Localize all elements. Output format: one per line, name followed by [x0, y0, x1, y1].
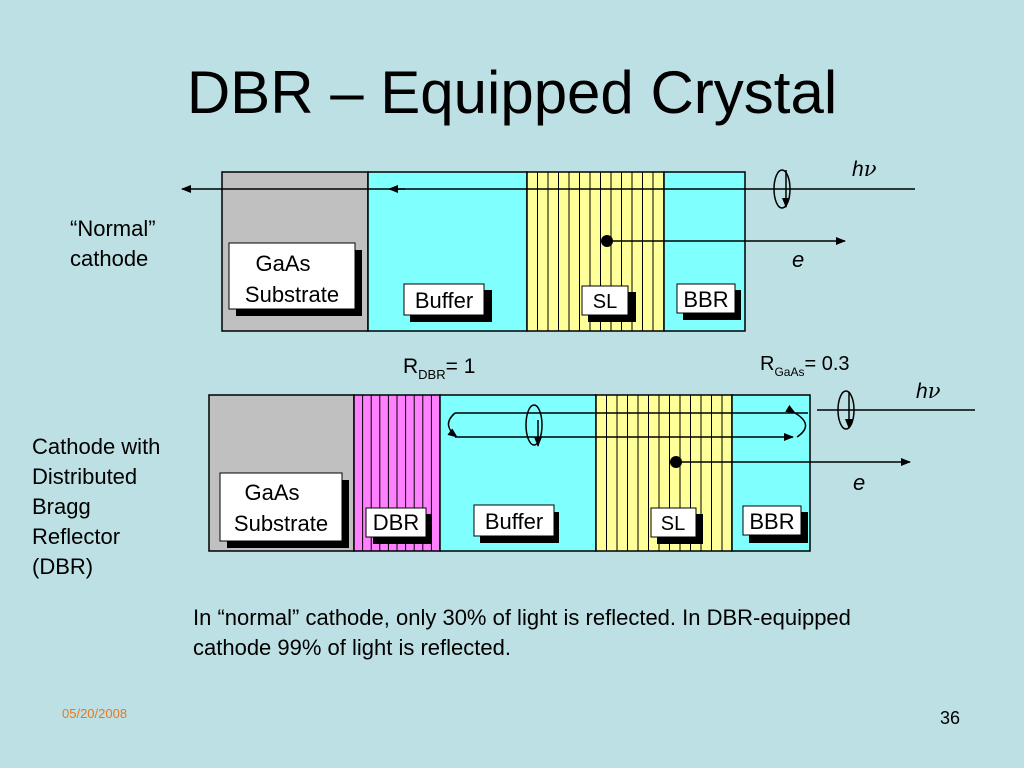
footer-date: 05/20/2008	[62, 706, 128, 721]
bbr-label-top: BBR	[676, 283, 741, 320]
normal-label-line: “Normal”	[70, 216, 156, 241]
gaas-substrate-label-top: GaAs Substrate	[228, 242, 362, 316]
buffer-text: Buffer	[415, 288, 473, 313]
buffer-text-bottom: Buffer	[485, 509, 543, 534]
substrate-text-bottom: Substrate	[234, 511, 328, 536]
dbr-label-line: Cathode with	[32, 434, 161, 459]
sl-label-bottom: SL	[650, 507, 703, 544]
polarization-ellipse-bottom	[837, 390, 855, 430]
light-cavity-loop	[447, 404, 808, 447]
slide-title: DBR – Equipped Crystal	[186, 59, 838, 126]
sl-text-bottom: SL	[661, 513, 685, 535]
sl-label-top: SL	[581, 285, 636, 322]
gaas-text-bottom: GaAs	[244, 480, 299, 505]
substrate-text: Substrate	[245, 282, 339, 307]
electron-label-bottom: e	[853, 470, 865, 495]
dbr-label-line: Bragg	[32, 494, 91, 519]
photon-label-bottom: hν	[916, 379, 941, 403]
buffer-label-top: Buffer	[403, 283, 492, 322]
r-gaas-label: RGaAs= 0.3	[760, 353, 850, 379]
bbr-label-bottom: BBR	[742, 505, 808, 543]
dbr-label-line: Distributed	[32, 464, 138, 489]
polarization-ellipse-top	[773, 169, 791, 209]
dbr-cathode-label: Cathode with Distributed Bragg Reflector…	[32, 432, 160, 582]
normal-cathode-label: “Normal” cathode	[70, 214, 156, 274]
bbr-text: BBR	[683, 287, 728, 312]
gaas-substrate-label-bottom: GaAs Substrate	[219, 472, 349, 548]
dbr-label-line: Reflector	[32, 524, 121, 549]
gaas-text: GaAs	[255, 251, 310, 276]
photon-label-top: hν	[852, 157, 877, 181]
caption-text: In “normal” cathode, only 30% of light i…	[193, 605, 851, 660]
r-dbr-label: RDBR= 1	[403, 355, 475, 382]
electron-label-top: e	[792, 247, 804, 272]
sl-text: SL	[593, 291, 617, 313]
buffer-label-bottom: Buffer	[473, 504, 559, 543]
slide-number: 36	[940, 708, 961, 728]
dbr-label-line: (DBR)	[32, 554, 94, 579]
bbr-text-bottom: BBR	[749, 509, 794, 534]
dbr-label: DBR	[365, 507, 432, 544]
dbr-text: DBR	[373, 510, 419, 535]
normal-label-line: cathode	[70, 246, 149, 271]
